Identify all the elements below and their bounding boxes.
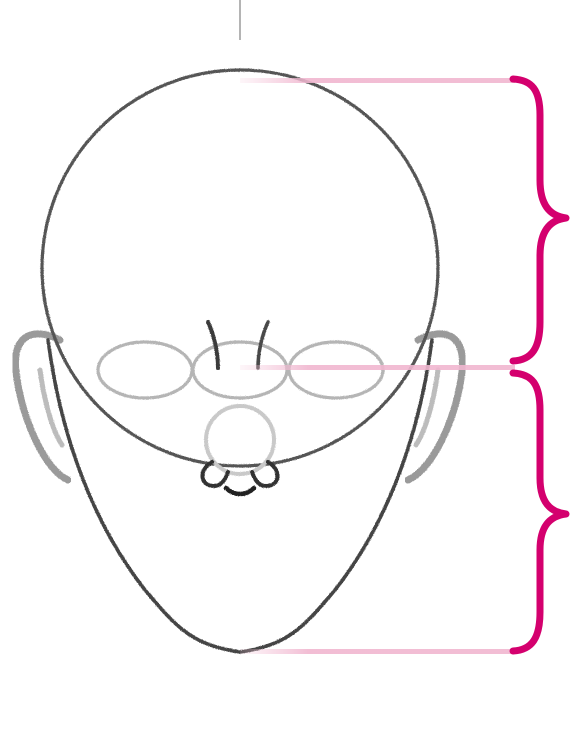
chin-guide — [240, 649, 515, 654]
nose-bridge-marks — [208, 322, 268, 368]
proportion-guides — [240, 78, 515, 654]
lower-half-bracket-icon — [513, 373, 566, 651]
top-of-head-guide — [240, 78, 515, 83]
upper-half-bracket-icon — [513, 79, 566, 361]
eye-line-guide — [240, 365, 515, 370]
left-eye-oval — [98, 342, 192, 398]
